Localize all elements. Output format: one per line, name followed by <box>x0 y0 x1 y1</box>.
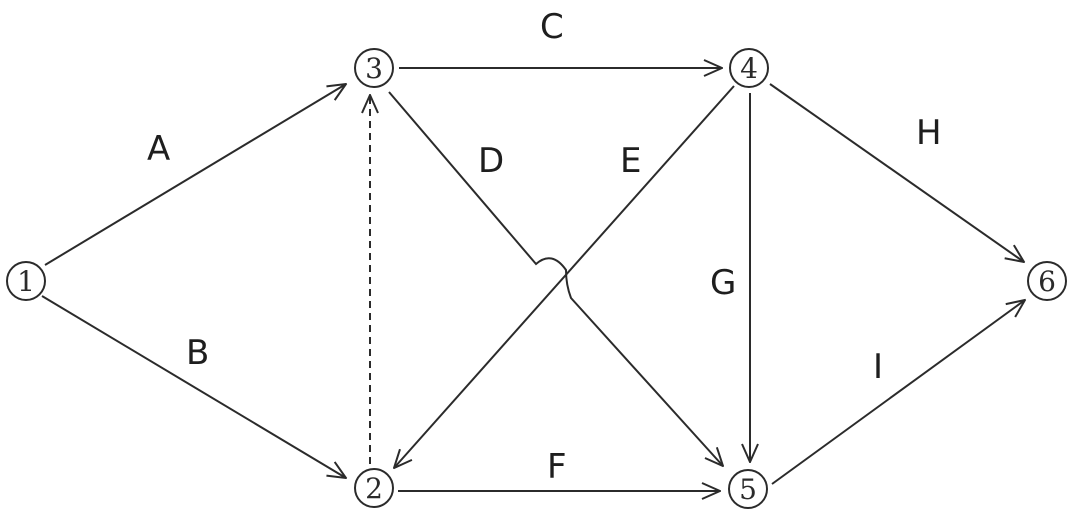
node-6: 6 <box>1027 261 1067 301</box>
edge-label-i: I <box>873 347 883 387</box>
edge-label-g: G <box>710 263 736 303</box>
edge-a <box>44 84 346 266</box>
node-4: 4 <box>729 48 769 88</box>
edge-label-a: A <box>147 129 170 169</box>
node-label-3: 3 <box>365 52 383 85</box>
edge-label-b: B <box>186 333 209 373</box>
edge-label-e: E <box>620 141 641 181</box>
node-3: 3 <box>354 48 394 88</box>
edge-e <box>394 85 735 468</box>
edge-label-c: C <box>540 7 564 47</box>
edge-label-h: H <box>916 113 942 153</box>
node-label-1: 1 <box>17 265 35 298</box>
edge-label-d: D <box>478 141 504 181</box>
edge-b <box>41 295 346 478</box>
edge-h <box>769 83 1024 262</box>
edge-label-f: F <box>547 447 567 487</box>
node-1: 1 <box>6 261 46 301</box>
node-label-4: 4 <box>740 52 758 85</box>
node-2: 2 <box>354 468 394 508</box>
node-label-5: 5 <box>739 473 757 506</box>
node-label-6: 6 <box>1038 265 1056 298</box>
edge-d <box>388 91 723 466</box>
node-label-2: 2 <box>365 472 383 505</box>
node-5: 5 <box>728 469 768 509</box>
edge-i <box>771 300 1025 485</box>
